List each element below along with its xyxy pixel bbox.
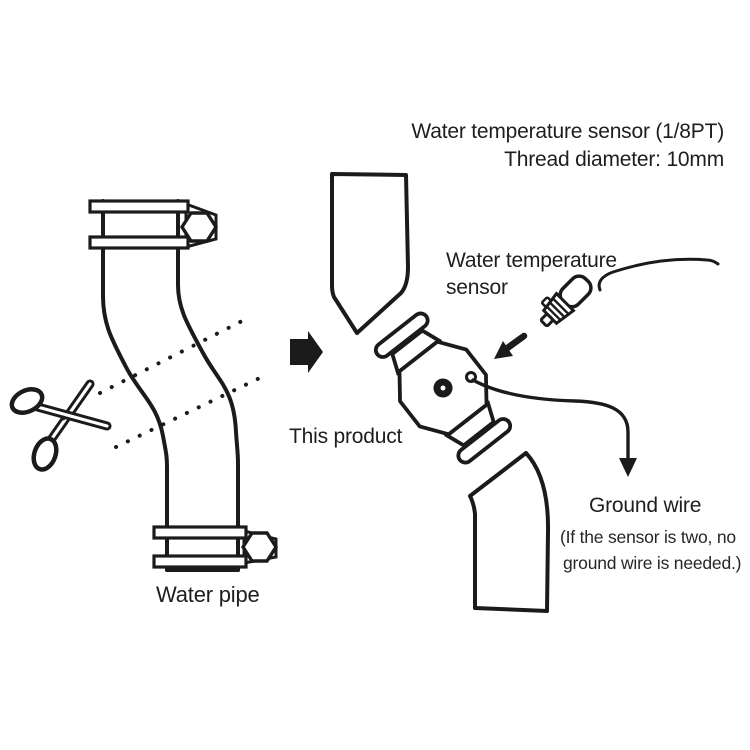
scissors-icon [9, 379, 112, 472]
hex-screw-icon [240, 531, 279, 563]
right-arrow-icon [290, 331, 323, 373]
ground-wire-label: Ground wire [589, 494, 701, 517]
cut-line-upper [98, 316, 250, 395]
clamp-band [88, 199, 190, 214]
down-left-arrow-shaft [502, 332, 528, 353]
insert-arrow [494, 332, 528, 359]
sensor-wire-curve [597, 257, 720, 292]
ground-wire-note-line1: (If the sensor is two, no [560, 527, 736, 547]
scissor-handle [31, 436, 59, 472]
water-temp-sensor-icon [539, 274, 593, 328]
spec-title-line2: Thread diameter: 10mm [504, 148, 724, 171]
clamp-band [88, 235, 190, 250]
clamp-band [152, 525, 248, 540]
ground-wire-lead [471, 378, 637, 477]
cut-hose-lower-piece [468, 451, 551, 613]
hose-clamp-bottom [152, 525, 279, 569]
cut-lines [98, 316, 268, 449]
cut-hose-upper-piece [330, 172, 410, 335]
sensor-thread-block [541, 291, 576, 326]
scissor-pivot [60, 415, 66, 421]
product-label: This product [289, 425, 403, 448]
clamp-band [152, 554, 248, 569]
adapter-flange-top [373, 311, 430, 359]
sensor-tip [539, 313, 554, 328]
adapter-flange-bottom [456, 417, 513, 465]
scissor-blade-inner [32, 404, 109, 428]
spec-title-line1: Water temperature sensor (1/8PT) [411, 120, 724, 143]
cut-line-lower [114, 373, 268, 449]
sensor-threads [545, 297, 570, 322]
down-arrow-icon [619, 458, 637, 477]
hex-screw-icon [179, 211, 219, 243]
sensor-port-hole [433, 378, 453, 398]
hose-clamp-top [88, 199, 219, 250]
water-pipe-label: Water pipe [156, 582, 260, 607]
water-pipe-drawing [88, 199, 279, 572]
adapter-body [397, 339, 489, 437]
pipe-left-edge [101, 199, 169, 572]
pipe-right-edge [176, 199, 240, 572]
scissor-handle [9, 387, 45, 415]
product-adapter-drawing [373, 311, 513, 465]
ground-wire-curve [471, 378, 630, 461]
sensor-label-line1: Water temperature [446, 249, 617, 272]
down-left-arrow-icon [494, 341, 513, 359]
sensor-label-line2: sensor [446, 276, 508, 299]
ground-wire-note-line2: ground wire is needed.) [563, 553, 741, 573]
